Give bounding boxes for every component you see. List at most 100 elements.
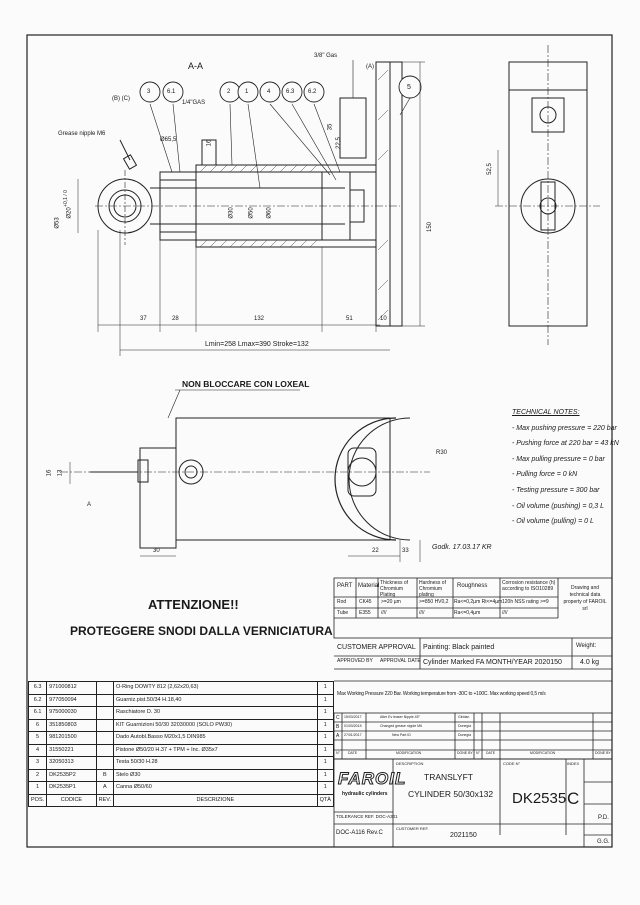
rev-c-done: Giridan [458, 715, 470, 719]
rev-b-mod: Changed grease nipple M6 [380, 724, 423, 728]
part-qty: 1 [316, 693, 335, 707]
part-qty: 1 [316, 731, 335, 745]
tolerance-ref: TOLERANCE REF. DOC-A301 [336, 814, 398, 819]
table-row: 6.3 971000812 O-Ring DOWTY 812 (2,62x20,… [27, 681, 335, 695]
dim-len-28: 28 [172, 316, 179, 322]
part-desc: Canna Ø50/60 [112, 781, 318, 795]
customer-ref-label: CUSTOMER REF. [396, 826, 429, 831]
outer-frame [26, 34, 613, 848]
table-row: 6.1 975000030 Raschiatore D. 30 1 [27, 706, 335, 720]
tech-note: - Oil volume (pulling) = 0 L [512, 518, 594, 526]
part-rev [95, 756, 114, 770]
balloon-2: 2 [227, 89, 231, 95]
customer-ref: 2021150 [450, 832, 477, 839]
grease-label: Grease nipple M6 [58, 131, 106, 137]
port-label-top: 3/8" Gas [314, 53, 338, 59]
part-pos: 5 [27, 731, 48, 745]
dim-len-51: 51 [346, 316, 353, 322]
marking: Cylinder Marked FA MONTH/YEAR 2020150 [423, 659, 562, 666]
dim-b-r30: R30 [436, 450, 448, 456]
dim-d30: Ø30 [228, 207, 235, 219]
faroil-logo-sub: hydraulic cylinders [342, 791, 388, 797]
rev-c-date: 15/03/2017 [344, 715, 362, 719]
dim-len-37: 37 [140, 316, 147, 322]
dim-b-30: 30 [153, 548, 160, 554]
mat-rod-roughness: Ra<=0,2µm Rt<=4µm [454, 599, 503, 605]
part-code: DK2535P1 [46, 781, 97, 795]
parts-header-rev: REV. [95, 793, 114, 807]
part-desc: Guarniz.pist.50/34 H.18,40 [112, 693, 318, 707]
rev-a-letter: A [336, 733, 340, 739]
mat-header-hardness: Hardness of Chromium plating [419, 580, 446, 598]
part-code: 975000030 [46, 706, 97, 720]
bushing-label: (B) (C) [112, 96, 130, 102]
drawing-index: C [567, 789, 580, 808]
mat-header-thickness: Thickness of Chromium Plating [380, 580, 409, 598]
part-qty: 1 [316, 706, 335, 720]
dim-d20: Ø20 [66, 207, 73, 219]
gg-label: G.G. [597, 839, 610, 845]
rev-header-done-2: DONE BY [595, 751, 611, 755]
dim-b-a: A [87, 502, 92, 508]
tech-note: - Max pulling pressure = 0 bar [512, 455, 605, 463]
balloon-6-1: 6.1 [167, 89, 176, 95]
balloon-6-3: 6.3 [286, 89, 295, 95]
rev-a-date: 27/01/2017 [344, 733, 362, 737]
dim-d65-5: Ø65,5 [160, 137, 177, 143]
rev-b-done: Donegia [458, 724, 472, 728]
part-code: 981201500 [46, 731, 97, 745]
part-pos: 6.3 [27, 681, 48, 695]
mat-rod-thickness: >=20 µm [381, 599, 401, 605]
tech-note: - Pulling force = 0 kN [512, 471, 578, 479]
dim-tol: +0,1 / 0 [62, 190, 69, 207]
parts-header-row: POS. CODICE REV. DESCRIZIONE QTÀ [27, 793, 335, 807]
part-desc: Testa 50/30 H.28 [112, 756, 318, 770]
attention-text: PROTEGGERE SNODI DALLA VERNICIATURA [70, 624, 333, 638]
part-desc: Pistone Ø50/20 H.37 + TPM + Inc. Ø35x7 [112, 743, 318, 757]
mat-header-part: PART [337, 583, 353, 589]
rev-header-mod: MODIFICATION [396, 751, 422, 755]
mat-tube-thickness: //// [381, 610, 387, 616]
section-view [95, 60, 403, 327]
technical-notes: TECHNICAL NOTES: - Max pushing pressure … [512, 405, 619, 530]
part-pos: 6.2 [27, 693, 48, 707]
weight-label: Weight: [576, 643, 597, 649]
description-label: DESCRIPTION [396, 761, 424, 766]
rev-header-date: DATE [348, 751, 358, 755]
rev-header-no: N° [336, 751, 340, 755]
mat-header-corrosion: Corrosion resistance (h) according to IS… [502, 580, 556, 592]
product-desc: CYLINDER 50/30x132 [408, 789, 494, 799]
table-row: 5 981201500 Dado Autobl.Basso M20x1,5 DI… [27, 731, 335, 745]
dim-b-13: 13 [57, 469, 64, 477]
part-rev [95, 681, 114, 695]
part-qty: 1 [316, 718, 335, 732]
working-note: Max Working Pressure 220 Bar. Working te… [337, 691, 546, 697]
rev-header-date-2: DATE [486, 751, 496, 755]
base-plate [375, 61, 391, 327]
part-pos: 3 [27, 756, 48, 770]
pd-label: P.D. [598, 815, 609, 821]
rev-header-mod-2: MODIFICATION [530, 751, 556, 755]
parts-header-code: CODICE [46, 793, 97, 807]
view-label: A-A [188, 61, 204, 71]
part-pos: 4 [27, 743, 48, 757]
parts-list: 6.3 971000812 O-Ring DOWTY 812 (2,62x20,… [27, 681, 335, 807]
part-desc: O-Ring DOWTY 812 (2,62x20,63) [112, 681, 318, 695]
mat-tube-part: Tube [337, 610, 349, 616]
dim-d150: 150 [427, 221, 434, 233]
rev-b-date: 01/03/2015 [344, 724, 362, 728]
rev-header-no-2: N° [476, 751, 480, 755]
part-pos: 6 [27, 718, 48, 732]
mat-rod-material: CK45 [359, 599, 372, 605]
part-rev [95, 743, 114, 757]
balloon-5: 5 [407, 84, 411, 91]
mat-tube-roughness: Ra<=0,4µm [454, 610, 481, 616]
part-rev: B [95, 768, 114, 782]
technical-notes-title: TECHNICAL NOTES: [512, 409, 580, 416]
balloon-4: 4 [267, 89, 271, 95]
table-row: 3 32050313 Testa 50/30 H.28 1 [27, 756, 335, 770]
doc-ref: DOC-A116 Rev.C [336, 830, 383, 836]
tech-note: - Pushing force at 220 bar = 43 kN [512, 440, 619, 448]
